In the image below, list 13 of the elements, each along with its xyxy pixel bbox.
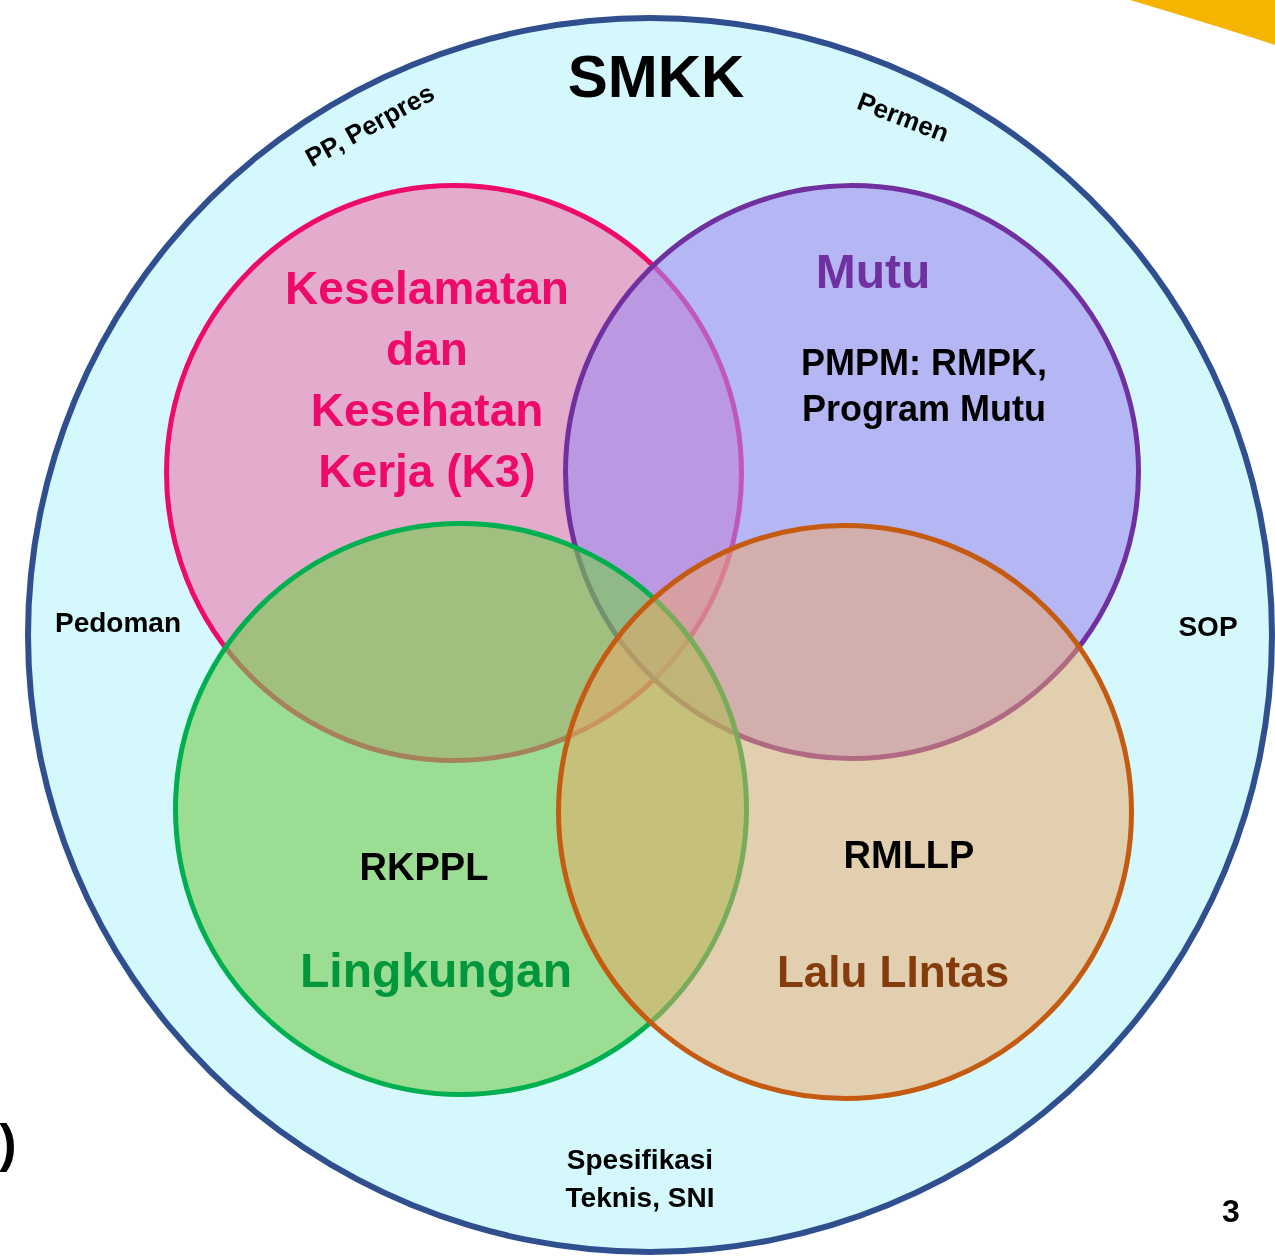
page-number: 3 (1221, 1192, 1241, 1231)
side-label: SOP (1177, 610, 1239, 644)
circle-title: Mutu (814, 244, 932, 300)
circle-title: Keselamatan dan Kesehatan Kerja (K3) (284, 261, 570, 499)
circle-text: RMLLP (842, 833, 976, 878)
side-label: Pedoman (54, 606, 182, 640)
circle-text: RKPPL (358, 845, 490, 890)
bracket-fragment: ) (0, 1113, 18, 1174)
bottom-label: Spesifikasi Teknis, SNI (564, 1143, 716, 1215)
circle-text: PMPM: RMPK, Program Mutu (800, 341, 1048, 431)
circle-title: Lalu LIntas (775, 946, 1011, 998)
circle-title: Lingkungan (299, 943, 573, 999)
circle-title: SMKK (566, 43, 746, 111)
